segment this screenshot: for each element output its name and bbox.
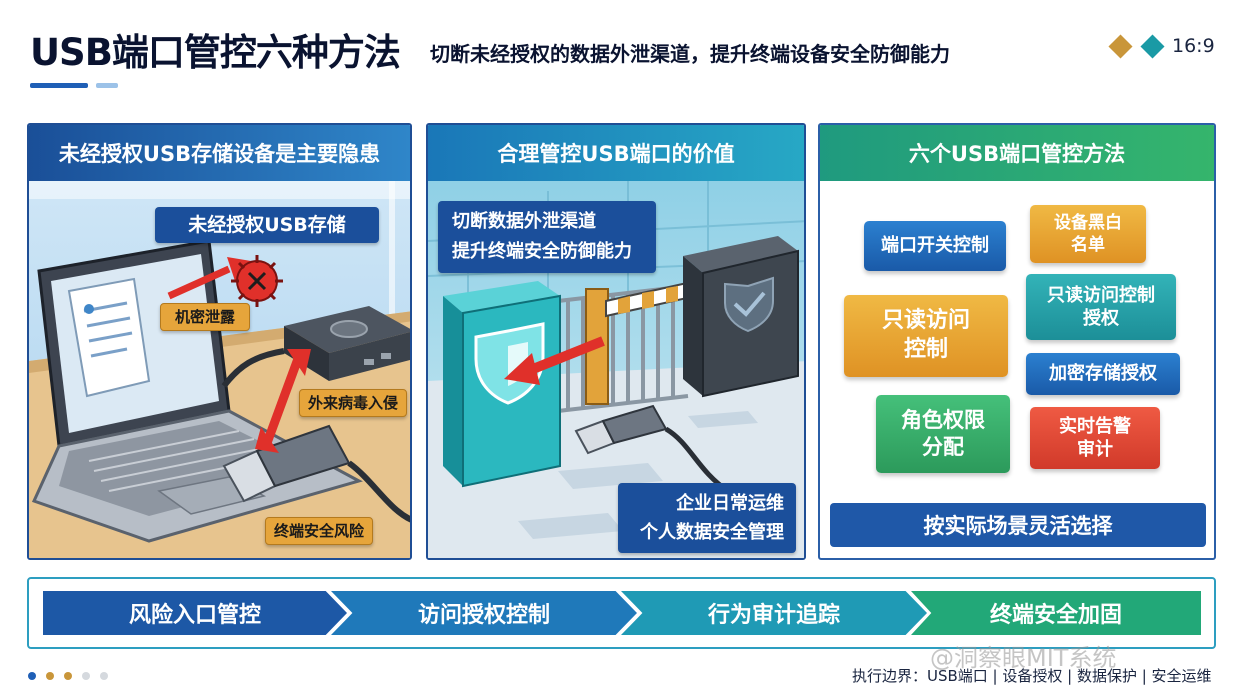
page-title: USB端口管控六种方法: [30, 31, 401, 74]
method-role-permission: 角色权限 分配: [876, 395, 1010, 473]
teal-diamond-icon: [1140, 34, 1165, 59]
method-alert-line2: 审计: [1077, 439, 1113, 460]
flexible-selection-label: 按实际场景灵活选择: [923, 514, 1113, 538]
method-blackwhite-line2: 名单: [1071, 235, 1105, 255]
security-gate-scene: [428, 181, 804, 558]
callout-scenario-line1: 企业日常运维: [676, 493, 784, 514]
callout-scenario-line2: 个人数据安全管理: [640, 522, 784, 543]
flow-step-access-auth: 访问授权控制: [331, 591, 637, 635]
aspect-ratio-label: 16:9: [1172, 35, 1215, 57]
server-icon: [683, 236, 799, 398]
panel-risk-illustration: 未经授权USB存储 机密泄露 外来病毒入侵 终端安全风险: [29, 181, 410, 558]
virus-icon: [231, 255, 283, 307]
usb-drive-icon: [222, 424, 351, 503]
method-role-line1: 角色权限: [901, 407, 985, 432]
callout-value-statement: 切断数据外泄渠道 提升终端安全防御能力: [438, 201, 656, 273]
panel-value-illustration: 切断数据外泄渠道 提升终端安全防御能力 企业日常运维 个人数据安全管理: [428, 181, 804, 558]
footer-scope-text: 执行边界：USB端口 | 设备授权 | 数据保护 | 安全运维: [852, 667, 1212, 685]
method-readonly-auth-line2: 授权: [1083, 308, 1119, 329]
title-underline: [30, 83, 88, 88]
flow-step-endpoint-hardening: 终端安全加固: [911, 591, 1201, 635]
method-blackwhite-list: 设备黑白 名单: [1030, 205, 1146, 263]
method-encrypt-label: 加密存储授权: [1049, 363, 1157, 385]
page-dot-1: [28, 672, 36, 680]
methods-grid: 端口开关控制 设备黑白 名单 只读访问 控制 只读访问控制 授权 加密存储授权 …: [820, 181, 1214, 558]
page-dot-5: [100, 672, 108, 680]
callout-use-scenarios: 企业日常运维 个人数据安全管理: [618, 483, 796, 553]
page-subtitle: 切断未经授权的数据外泄渠道，提升终端设备安全防御能力: [430, 42, 950, 66]
method-port-switch: 端口开关控制: [864, 221, 1006, 271]
callout-value-line2: 提升终端安全防御能力: [452, 241, 632, 262]
panel-risk: 未经授权USB存储设备是主要隐患: [27, 123, 412, 560]
page-dot-3: [64, 672, 72, 680]
watermark-text: @洞察眼MIT系统: [930, 644, 1117, 672]
method-blackwhite-line1: 设备黑白: [1054, 212, 1122, 233]
callout-unauthorized-usb: 未经授权USB存储: [155, 207, 379, 243]
method-readonly-access: 只读访问 控制: [844, 295, 1008, 377]
barrier-arm-icon: [605, 279, 697, 318]
method-port-switch-label: 端口开关控制: [881, 235, 989, 257]
block-arrow-icon: [504, 336, 605, 385]
method-readonly-line2: 控制: [903, 337, 948, 362]
process-flow: 风险入口管控 访问授权控制 行为审计追踪 终端安全加固: [27, 577, 1216, 649]
shield-gate-icon: [443, 281, 561, 488]
document-icon: [67, 277, 151, 398]
label-data-leak: 机密泄露: [160, 303, 250, 331]
panel-risk-title: 未经授权USB存储设备是主要隐患: [29, 125, 410, 181]
leak-arrow-icon: [167, 257, 251, 300]
page-dot-4: [82, 672, 90, 680]
usb-drive-icon: [574, 404, 730, 494]
page-dot-2: [46, 672, 54, 680]
method-encrypted-storage: 加密存储授权: [1026, 353, 1180, 395]
method-realtime-alert: 实时告警 审计: [1030, 407, 1160, 469]
panel-value: 合理管控USB端口的价值: [426, 123, 806, 560]
laptop-usb-scene: [29, 181, 410, 558]
callout-value-line1: 切断数据外泄渠道: [452, 211, 596, 232]
method-role-line2: 分配: [922, 435, 964, 459]
method-readonly-line1: 只读访问: [881, 308, 970, 334]
method-readonly-authorization: 只读访问控制 授权: [1026, 274, 1176, 340]
flow-step-audit-trace: 行为审计追踪: [621, 591, 927, 635]
flow-step-risk-entry: 风险入口管控: [43, 591, 347, 635]
panel-methods: 六个USB端口管控方法 端口开关控制 设备黑白 名单 只读访问 控制 只读访问控…: [818, 123, 1216, 560]
label-endpoint-risk: 终端安全风险: [265, 517, 373, 545]
method-alert-line1: 实时告警: [1059, 415, 1131, 437]
gold-diamond-icon: [1108, 34, 1133, 59]
virus-arrow-icon: [255, 349, 311, 453]
panel-methods-title: 六个USB端口管控方法: [820, 125, 1214, 181]
title-underline-accent: [96, 83, 118, 88]
panel-value-title: 合理管控USB端口的价值: [428, 125, 804, 181]
label-virus-intrusion: 外来病毒入侵: [299, 389, 407, 417]
flexible-selection-banner: 按实际场景灵活选择: [830, 503, 1206, 547]
method-readonly-auth-line1: 只读访问控制: [1047, 284, 1155, 306]
